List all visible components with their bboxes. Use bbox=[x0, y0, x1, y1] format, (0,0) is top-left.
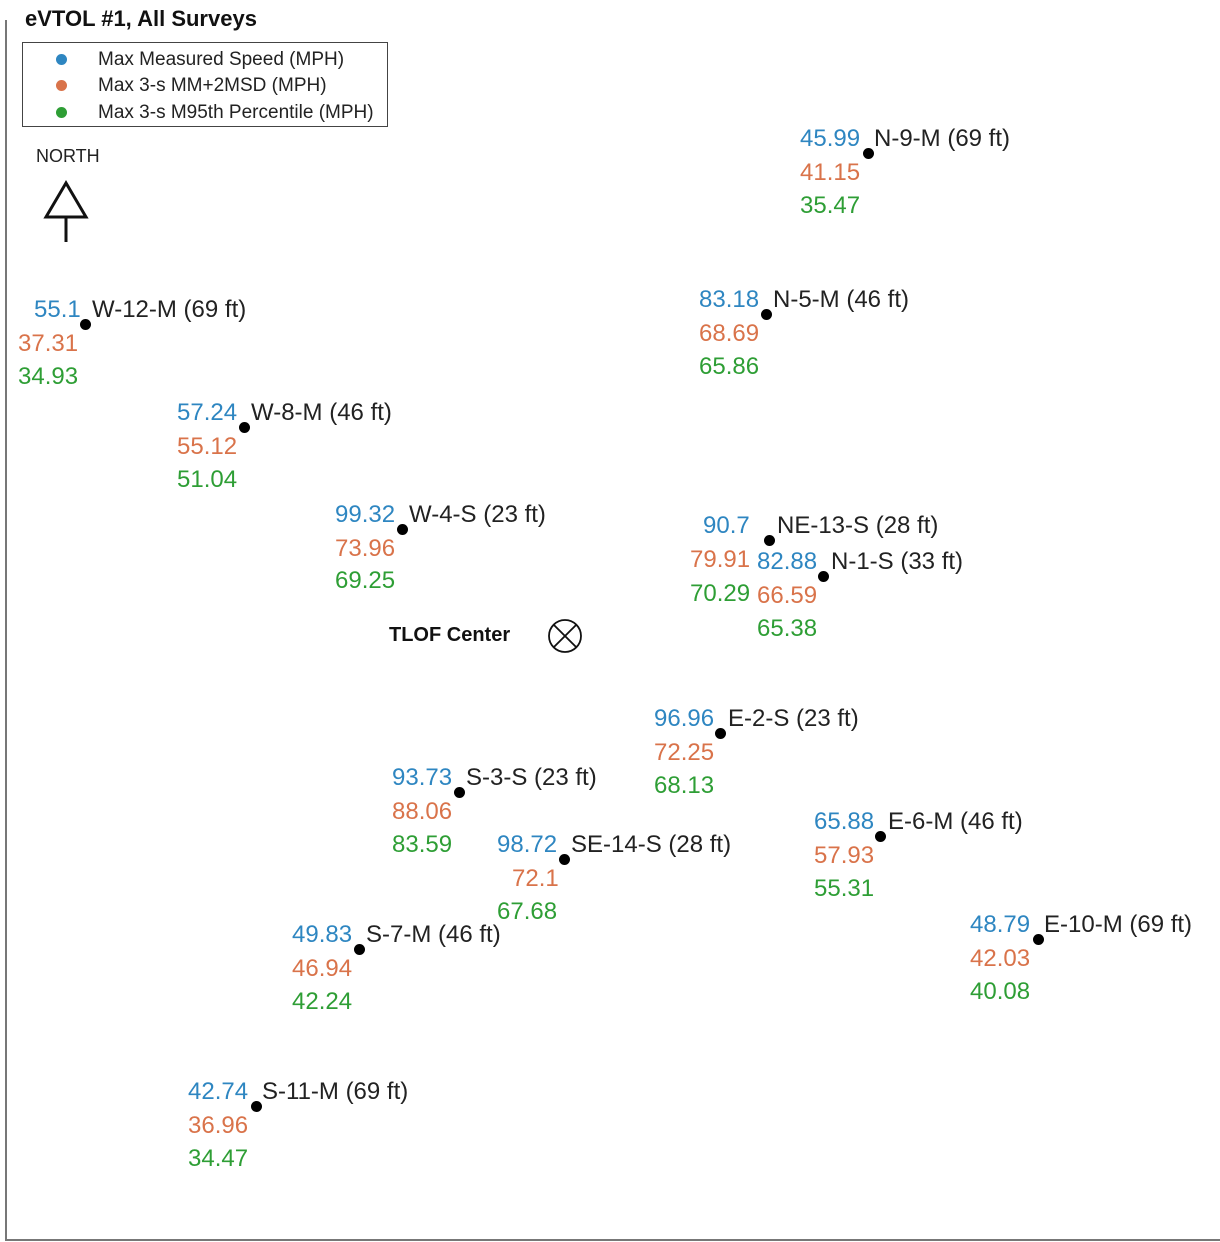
legend-item-mm2msd: Max 3-s MM+2MSD (MPH) bbox=[23, 73, 387, 99]
station-n9m-m95: 35.47 bbox=[800, 192, 861, 219]
station-e2s-name: E-2-S (23 ft) bbox=[728, 705, 859, 732]
station-e6m-name: E-6-M (46 ft) bbox=[888, 808, 1023, 835]
station-w4s-measured: 99.32 bbox=[335, 501, 396, 528]
station-s11m-measured: 42.74 bbox=[188, 1078, 249, 1105]
station-ne13s-m95: 70.29 bbox=[690, 580, 751, 607]
tlof-center-label: TLOF Center bbox=[389, 624, 511, 646]
station-e10m-m95: 40.08 bbox=[970, 978, 1031, 1005]
station-ne13s-marker bbox=[764, 535, 775, 546]
station-n9m-marker bbox=[863, 148, 874, 159]
station-n5m-marker bbox=[761, 309, 772, 320]
station-s11m-mm2msd: 36.96 bbox=[188, 1112, 249, 1139]
station-n1s-mm2msd: 66.59 bbox=[757, 582, 818, 609]
station-ne13s-name: NE-13-S (28 ft) bbox=[777, 512, 939, 539]
station-ne13s-measured: 90.7 bbox=[703, 512, 750, 539]
station-s7m-m95: 42.24 bbox=[292, 988, 353, 1015]
station-s7m-mm2msd: 46.94 bbox=[292, 955, 353, 982]
station-w12m-mm2msd: 37.31 bbox=[18, 330, 79, 357]
station-s3s-marker bbox=[454, 787, 465, 798]
legend-dot-mm2msd bbox=[56, 80, 67, 91]
station-s3s-m95: 83.59 bbox=[392, 831, 453, 858]
station-n9m-name: N-9-M (69 ft) bbox=[874, 125, 1011, 152]
station-w8m-name: W-8-M (46 ft) bbox=[251, 399, 392, 426]
legend-label-mm2msd: Max 3-s MM+2MSD (MPH) bbox=[98, 75, 327, 96]
station-w4s-m95: 69.25 bbox=[335, 567, 396, 594]
station-w8m-mm2msd: 55.12 bbox=[177, 433, 238, 460]
station-w12m-m95: 34.93 bbox=[18, 363, 79, 390]
station-e6m-measured: 65.88 bbox=[814, 808, 875, 835]
station-ne13s-mm2msd: 79.91 bbox=[690, 546, 751, 573]
legend-dot-m95 bbox=[56, 107, 67, 118]
station-se14s-mm2msd: 72.1 bbox=[512, 865, 559, 892]
station-e10m-name: E-10-M (69 ft) bbox=[1044, 911, 1193, 938]
station-n1s-m95: 65.38 bbox=[757, 615, 818, 642]
station-s3s-name: S-3-S (23 ft) bbox=[466, 764, 597, 791]
station-w4s-mm2msd: 73.96 bbox=[335, 535, 396, 562]
station-n1s-measured: 82.88 bbox=[757, 548, 818, 575]
station-se14s-measured: 98.72 bbox=[497, 831, 558, 858]
station-e2s-marker bbox=[715, 728, 726, 739]
legend: Max Measured Speed (MPH) Max 3-s MM+2MSD… bbox=[22, 42, 388, 127]
station-s3s-mm2msd: 88.06 bbox=[392, 798, 453, 825]
station-w12m-marker bbox=[80, 319, 91, 330]
station-w8m-m95: 51.04 bbox=[177, 466, 238, 493]
station-w12m-measured: 55.1 bbox=[34, 296, 81, 323]
station-n5m-measured: 83.18 bbox=[699, 286, 760, 313]
station-e10m-mm2msd: 42.03 bbox=[970, 945, 1031, 972]
station-n1s-marker bbox=[818, 571, 829, 582]
station-s11m-name: S-11-M (69 ft) bbox=[262, 1078, 409, 1105]
station-e10m-measured: 48.79 bbox=[970, 911, 1031, 938]
station-se14s-m95: 67.68 bbox=[497, 898, 558, 925]
station-n5m-m95: 65.86 bbox=[699, 353, 760, 380]
legend-dot-measured bbox=[56, 54, 67, 65]
station-se14s-name: SE-14-S (28 ft) bbox=[571, 831, 732, 858]
station-e2s-m95: 68.13 bbox=[654, 772, 715, 799]
station-w12m-name: W-12-M (69 ft) bbox=[92, 296, 247, 323]
station-w4s-name: W-4-S (23 ft) bbox=[409, 501, 546, 528]
station-e10m-marker bbox=[1033, 934, 1044, 945]
station-e2s-mm2msd: 72.25 bbox=[654, 739, 715, 766]
legend-item-measured: Max Measured Speed (MPH) bbox=[23, 47, 387, 73]
station-s7m-name: S-7-M (46 ft) bbox=[366, 921, 501, 948]
station-w4s-marker bbox=[397, 524, 408, 535]
station-n5m-mm2msd: 68.69 bbox=[699, 320, 760, 347]
station-s11m-m95: 34.47 bbox=[188, 1145, 249, 1172]
station-s7m-measured: 49.83 bbox=[292, 921, 353, 948]
station-n1s-name: N-1-S (33 ft) bbox=[831, 548, 964, 575]
legend-label-m95: Max 3-s M95th Percentile (MPH) bbox=[98, 102, 374, 123]
station-w8m-marker bbox=[239, 422, 250, 433]
station-s3s-measured: 93.73 bbox=[392, 764, 453, 791]
station-w8m-measured: 57.24 bbox=[177, 399, 238, 426]
station-s11m-marker bbox=[251, 1101, 262, 1112]
north-label: NORTH bbox=[36, 146, 100, 166]
station-e6m-m95: 55.31 bbox=[814, 875, 875, 902]
diagram-title: eVTOL #1, All Surveys bbox=[25, 6, 257, 31]
legend-item-m95: Max 3-s M95th Percentile (MPH) bbox=[23, 100, 387, 126]
station-e2s-measured: 96.96 bbox=[654, 705, 715, 732]
frame-left-border bbox=[5, 20, 7, 1240]
circle-x-icon bbox=[548, 619, 582, 653]
station-s7m-marker bbox=[354, 944, 365, 955]
station-n9m-mm2msd: 41.15 bbox=[800, 159, 861, 186]
frame-bottom-border bbox=[5, 1239, 1220, 1241]
station-n9m-measured: 45.99 bbox=[800, 125, 861, 152]
station-n5m-name: N-5-M (46 ft) bbox=[773, 286, 910, 313]
station-se14s-marker bbox=[559, 854, 570, 865]
station-e6m-mm2msd: 57.93 bbox=[814, 842, 875, 869]
legend-label-measured: Max Measured Speed (MPH) bbox=[98, 49, 345, 70]
station-e6m-marker bbox=[875, 831, 886, 842]
north-arrow-icon bbox=[43, 180, 89, 242]
